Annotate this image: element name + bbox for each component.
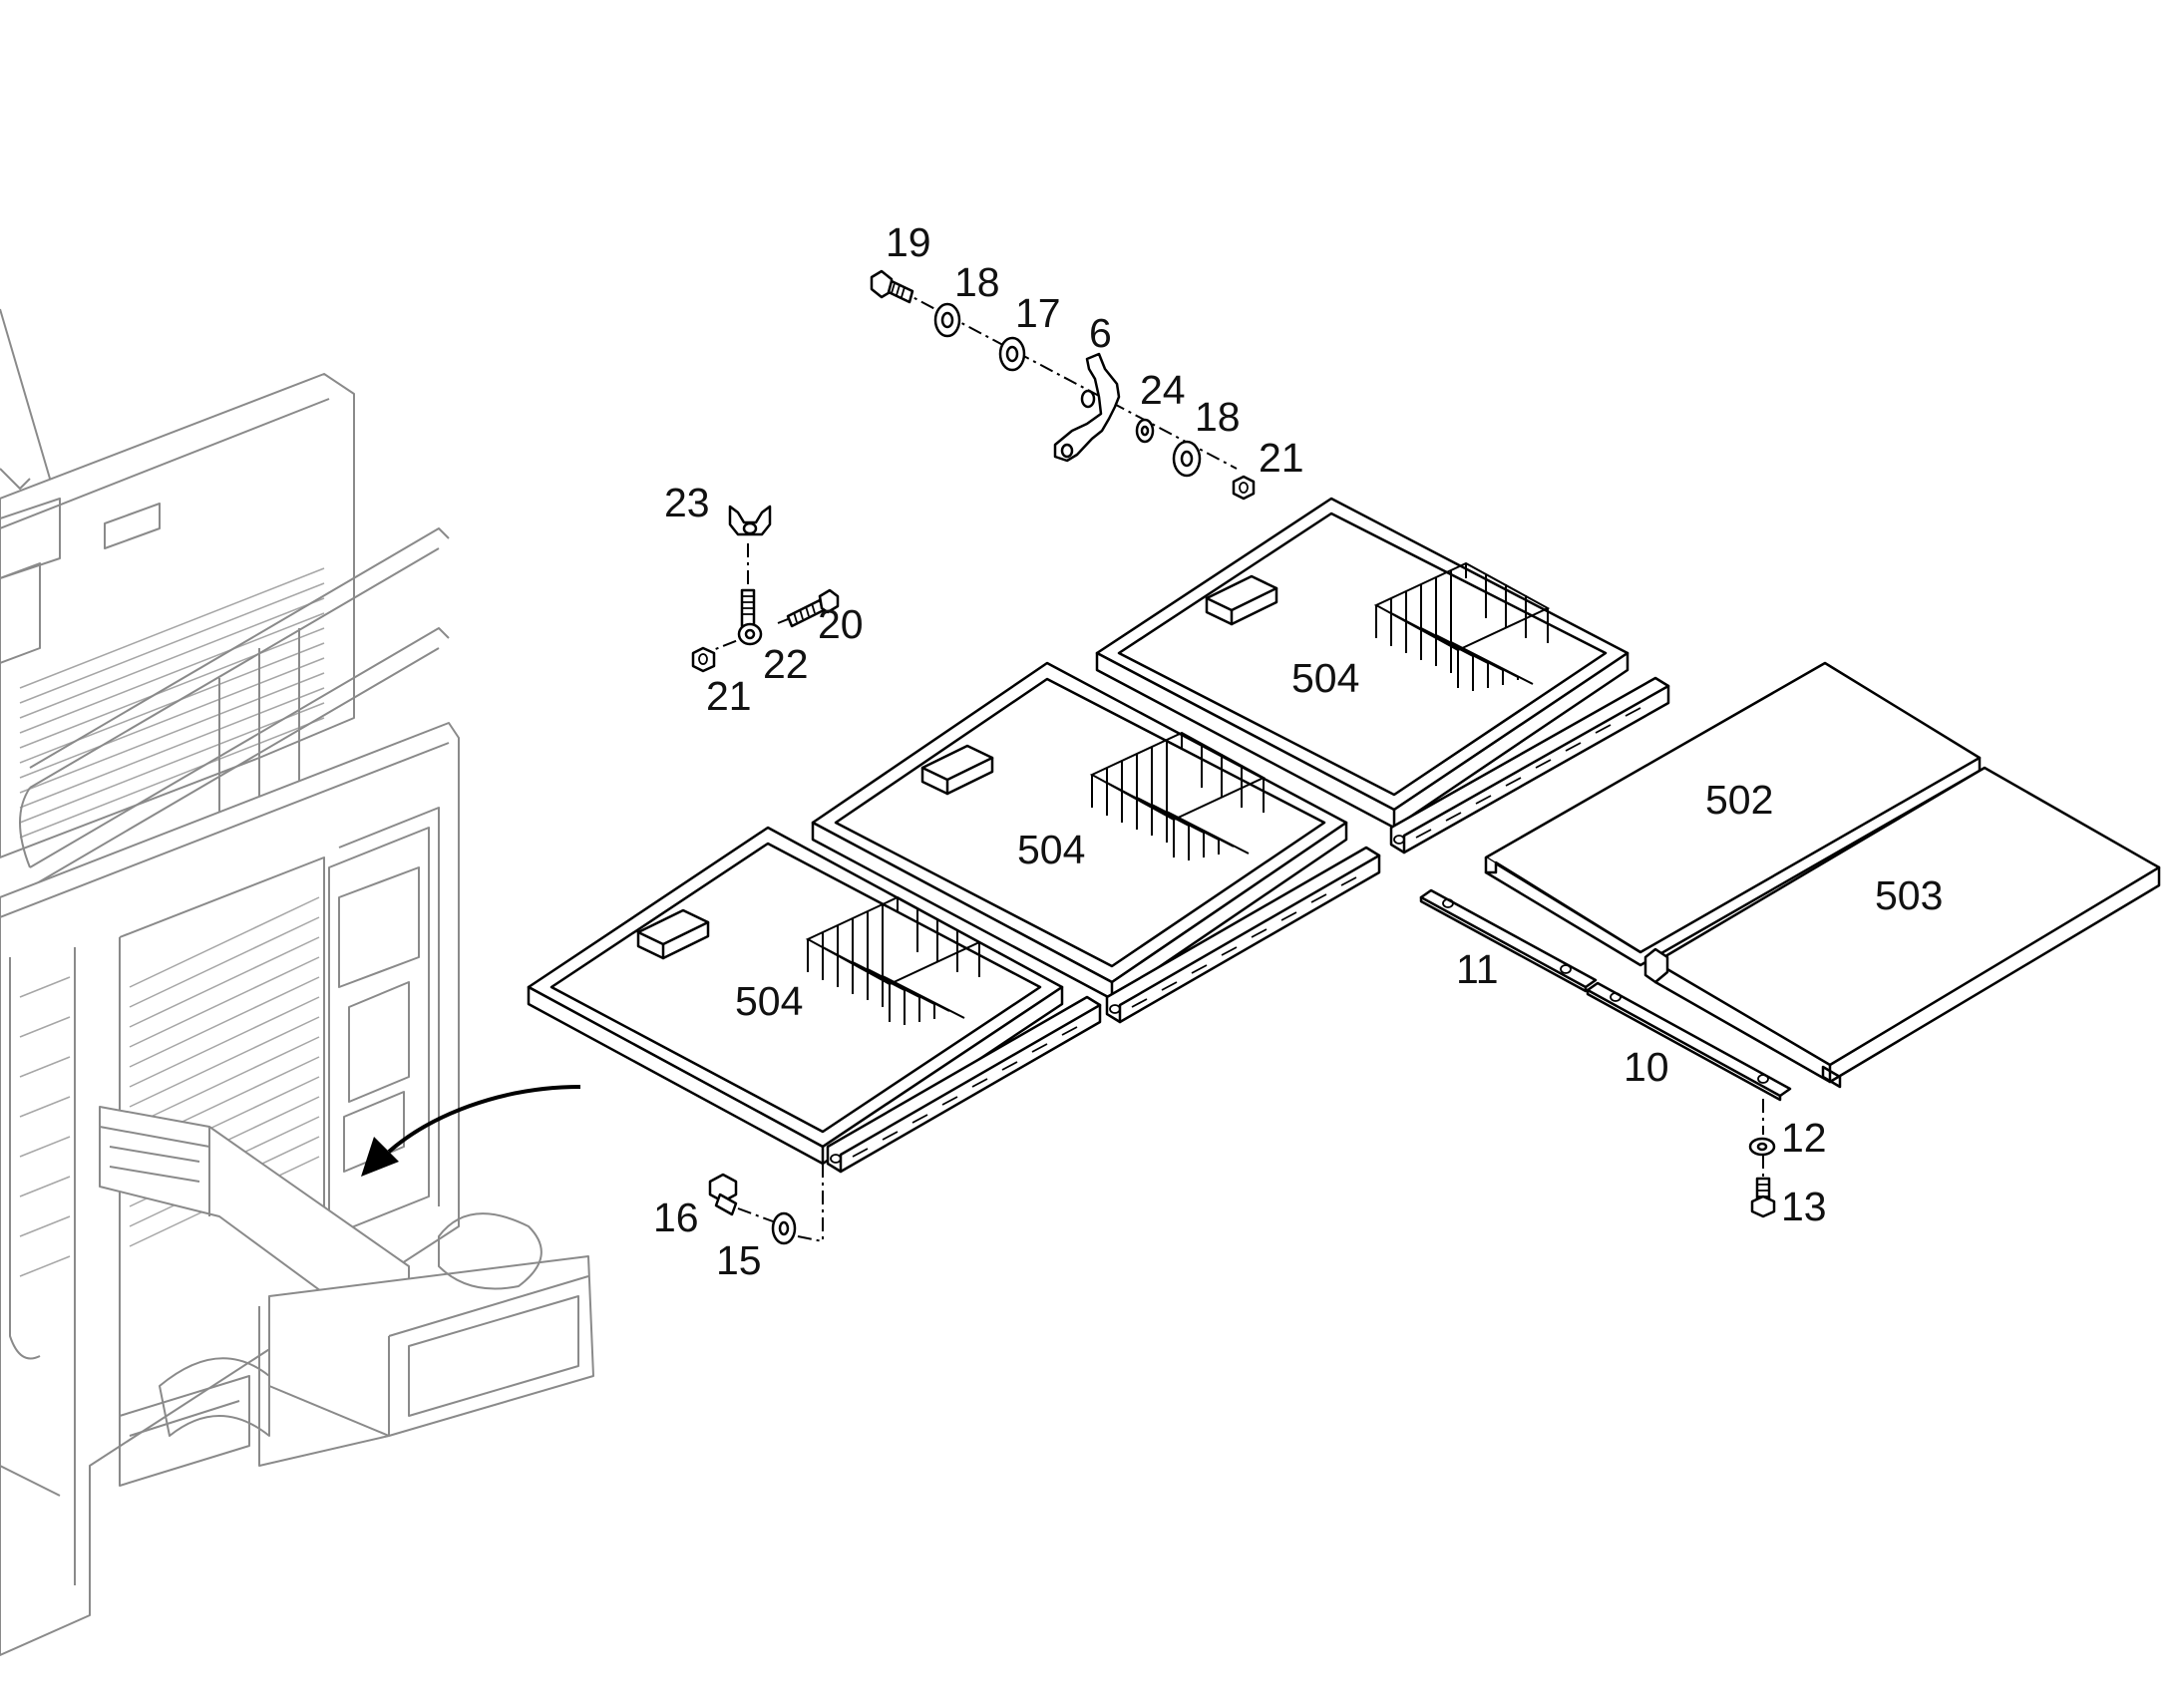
tray-504-right bbox=[1095, 497, 1630, 830]
callout-504-left: 504 bbox=[735, 978, 803, 1024]
callout-23: 23 bbox=[664, 480, 710, 525]
grid-insert-right bbox=[1373, 561, 1551, 691]
strip-10 bbox=[1586, 981, 1792, 1102]
location-pointer-arrow bbox=[361, 1085, 581, 1177]
callout-15: 15 bbox=[716, 1237, 762, 1283]
callout-17: 17 bbox=[1015, 290, 1061, 336]
callout-13: 13 bbox=[1781, 1184, 1827, 1229]
wingnut-assembly bbox=[691, 505, 840, 673]
bracket-assembly bbox=[870, 269, 1256, 501]
callout-502: 502 bbox=[1705, 777, 1773, 823]
bolt-20 bbox=[786, 588, 840, 628]
callout-11: 11 bbox=[1456, 946, 1499, 992]
wing-nut-23 bbox=[728, 505, 772, 536]
machine-context-view bbox=[0, 308, 594, 1656]
callout-19: 19 bbox=[886, 219, 931, 265]
grid-insert-middle bbox=[1089, 731, 1267, 860]
callout-20: 20 bbox=[818, 601, 864, 647]
side-rail-right bbox=[1389, 676, 1670, 854]
callout-24: 24 bbox=[1140, 367, 1186, 413]
washer-17 bbox=[998, 336, 1026, 372]
callout-22: 22 bbox=[763, 641, 809, 687]
callout-12: 12 bbox=[1781, 1115, 1827, 1161]
nut-21-left bbox=[691, 646, 716, 673]
side-rail-middle bbox=[1105, 846, 1381, 1024]
washer-18-left bbox=[933, 302, 961, 338]
spacer-24 bbox=[1135, 418, 1155, 444]
callout-labels: 19 18 17 6 24 18 21 23 20 22 21 504 504 … bbox=[653, 219, 1943, 1283]
callout-18-left: 18 bbox=[954, 259, 1000, 305]
callout-10: 10 bbox=[1624, 1044, 1669, 1090]
bolt-16 bbox=[708, 1173, 738, 1216]
cover-502 bbox=[1484, 661, 1982, 967]
nut-21-top bbox=[1232, 475, 1256, 501]
callout-16: 16 bbox=[653, 1195, 699, 1240]
washer-18-right bbox=[1172, 440, 1202, 478]
grid-insert-left bbox=[805, 895, 982, 1025]
callout-18-right: 18 bbox=[1195, 394, 1241, 440]
tray-504-left bbox=[527, 826, 1064, 1166]
side-rail-left bbox=[826, 995, 1102, 1174]
latch-plate-6 bbox=[1053, 352, 1121, 463]
callout-6: 6 bbox=[1089, 310, 1112, 356]
bolt-19 bbox=[870, 269, 914, 304]
eye-bolt-22 bbox=[737, 588, 763, 646]
callout-503: 503 bbox=[1875, 872, 1943, 918]
washer-12 bbox=[1748, 1137, 1776, 1157]
callout-504-right: 504 bbox=[1291, 655, 1359, 701]
strip-11 bbox=[1419, 888, 1598, 993]
callout-21-left: 21 bbox=[706, 673, 752, 719]
tray-504-middle bbox=[811, 661, 1348, 1001]
screw-13 bbox=[1750, 1177, 1776, 1218]
callout-21-top: 21 bbox=[1259, 435, 1304, 481]
washer-15 bbox=[771, 1211, 797, 1245]
callout-504-middle: 504 bbox=[1017, 827, 1085, 872]
cover-503 bbox=[1643, 766, 2161, 1089]
